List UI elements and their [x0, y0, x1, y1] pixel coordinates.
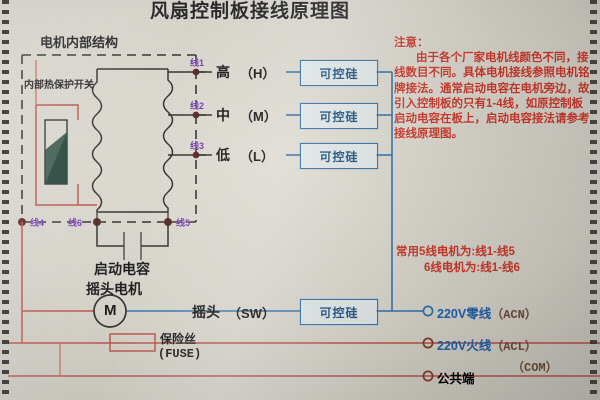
terminal-acl-en: （ACL） — [491, 340, 537, 354]
wire-tag-1: 线1 — [190, 58, 205, 68]
tap-high-label: 高 — [216, 64, 230, 80]
note-5wire: 常用5线电机为:线1-线5 — [396, 246, 515, 258]
wire-tag-6: 线6 — [68, 218, 83, 228]
tap-low-label: 低 — [216, 147, 230, 163]
fuse-symbol — [109, 333, 156, 352]
terminal-acl-cn: 220V火线 — [437, 339, 492, 353]
motor-internal-boundary — [21, 54, 197, 223]
speed-tap-leads — [168, 68, 212, 159]
swing-code: （SW） — [228, 306, 275, 321]
terminal-com-cn: 公共端 — [437, 372, 475, 386]
note-block: 注意： 由于各个厂家电机线颜色不同，接线数目不同。具体电机接线参照电机铭牌接法。… — [394, 36, 594, 142]
fuse-label-en: (FUSE) — [158, 347, 202, 361]
motor-internal-structure-label: 电机内部结构 — [40, 35, 119, 50]
page-title: 风扇控制板接线原理图 — [150, 1, 351, 22]
tap-high-code: （H） — [240, 66, 276, 81]
wire-tag-3: 线3 — [190, 141, 205, 151]
fuse-label-cn: 保险丝 — [160, 332, 197, 346]
terminal-com-code: （COM） — [512, 358, 558, 375]
terminal-com: 公共端 — [437, 368, 475, 387]
note-6wire: 6线电机为:线1-线6 — [424, 262, 520, 274]
terminal-acn: 220V零线（ACN） — [437, 303, 537, 322]
scr-wiring — [126, 71, 424, 312]
scr-box-low[interactable]: 可控硅 — [300, 143, 378, 169]
tap-mid-code: （M） — [240, 109, 277, 124]
scr-box-swing[interactable]: 可控硅 — [300, 299, 378, 325]
swing-motor-label: 摇头电机 — [86, 281, 142, 297]
terminal-acl: 220V火线（ACL） — [437, 335, 537, 354]
wire-tag-2: 线2 — [190, 101, 205, 111]
start-capacitor — [96, 222, 169, 260]
start-capacitor-label: 启动电容 — [94, 261, 150, 277]
thermal-protection-switch — [35, 104, 97, 206]
terminal-acn-en: （ACN） — [491, 308, 537, 322]
right-terminal-rings — [422, 305, 434, 382]
tap-low-code: （L） — [240, 149, 274, 164]
scr-box-mid[interactable]: 可控硅 — [300, 103, 378, 129]
note-heading: 注意： — [394, 37, 429, 49]
swing-label: 摇头 — [192, 304, 220, 320]
swing-motor-symbol — [93, 294, 127, 328]
terminal-acn-cn: 220V零线 — [437, 307, 492, 321]
scr-box-high[interactable]: 可控硅 — [300, 60, 378, 86]
motor-symbol-letter: M — [104, 302, 117, 319]
wire-tag-4: 线4 — [30, 218, 45, 228]
wire-tag-5: 线5 — [176, 218, 191, 228]
red-wiring — [8, 60, 600, 377]
note-body: 由于各个厂家电机线颜色不同，接线数目不同。具体电机接线参照电机铭牌接法。通常启动… — [394, 52, 590, 141]
thermal-switch-label: 内部热保护开关 — [24, 80, 94, 91]
motor-windings — [91, 68, 174, 213]
terminal-com-en: （COM） — [512, 361, 558, 375]
tap-mid-label: 中 — [216, 107, 230, 123]
